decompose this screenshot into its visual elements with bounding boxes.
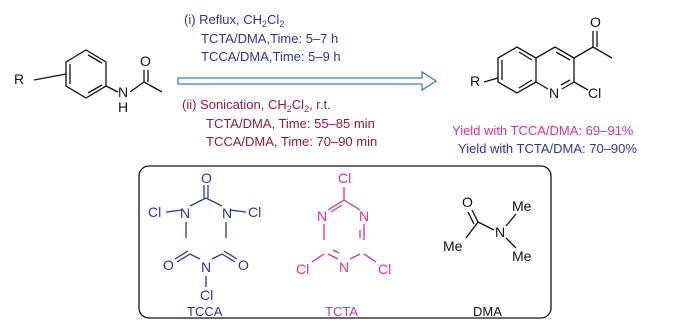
tcta-cl-left: Cl	[296, 261, 309, 277]
condition-reflux: (i) Reflux, CH2Cl2	[184, 12, 284, 29]
condition-reflux-tcca: TCCA/DMA,Time: 5–9 h	[201, 49, 341, 64]
dma-me-top: Me	[512, 198, 532, 214]
yield-tcta: Yield with TCTA/DMA: 70–90%	[458, 141, 637, 156]
tcca-cl-left: Cl	[148, 204, 161, 220]
product-r-label: R	[470, 73, 480, 89]
tcca-n-right: N	[222, 205, 232, 221]
tcca-o-left: O	[163, 257, 174, 273]
dma-me-left: Me	[443, 238, 463, 254]
tcca-name: TCCA	[187, 304, 223, 319]
condition-sonication: (ii) Sonication, CH2Cl2, r.t.	[182, 97, 331, 114]
tcta-n-bottom: N	[339, 259, 349, 275]
product-o-label: O	[590, 14, 601, 30]
product-n-label: N	[549, 85, 559, 101]
tcta-name: TCTA	[325, 304, 358, 319]
condition-sonication-tcta: TCTA/DMA, Time: 55–85 min	[206, 116, 375, 131]
tcca-n-left: N	[180, 205, 190, 221]
reactant-acetanilide	[33, 49, 163, 99]
tcta-n-right: N	[359, 208, 369, 224]
yield-tcca: Yield with TCCA/DMA: 69–91%	[452, 123, 634, 138]
condition-reflux-tcta: TCTA/DMA,Time: 5–7 h	[201, 31, 338, 46]
product-quinoline	[483, 31, 613, 94]
tcta-cl-right: Cl	[378, 261, 391, 277]
tcca-structure	[165, 185, 247, 287]
reactant-r-label: R	[14, 71, 24, 87]
dma-n-label: N	[495, 224, 505, 240]
tcta-n-left: N	[317, 208, 327, 224]
reactant-o-label: O	[140, 53, 151, 69]
tcca-cl-bottom: Cl	[200, 287, 213, 303]
tcca-n-bottom: N	[201, 259, 211, 275]
reaction-arrow	[177, 70, 438, 92]
reactant-h-label: H	[118, 99, 128, 115]
dma-me-bottom: Me	[512, 248, 532, 264]
dma-name: DMA	[473, 304, 502, 319]
reactant-n-label: N	[118, 84, 128, 100]
dma-structure	[465, 209, 517, 249]
tcca-o-top: O	[201, 170, 212, 186]
product-cl-label: Cl	[588, 85, 601, 101]
tcca-cl-right: Cl	[248, 204, 261, 220]
tcta-cl-top: Cl	[338, 170, 351, 186]
tcta-structure	[311, 187, 377, 263]
tcca-o-right: O	[238, 257, 249, 273]
dma-o-label: O	[462, 194, 473, 210]
condition-sonication-tcca: TCCA/DMA, Time: 70–90 min	[206, 134, 377, 149]
reagent-box	[138, 165, 552, 319]
